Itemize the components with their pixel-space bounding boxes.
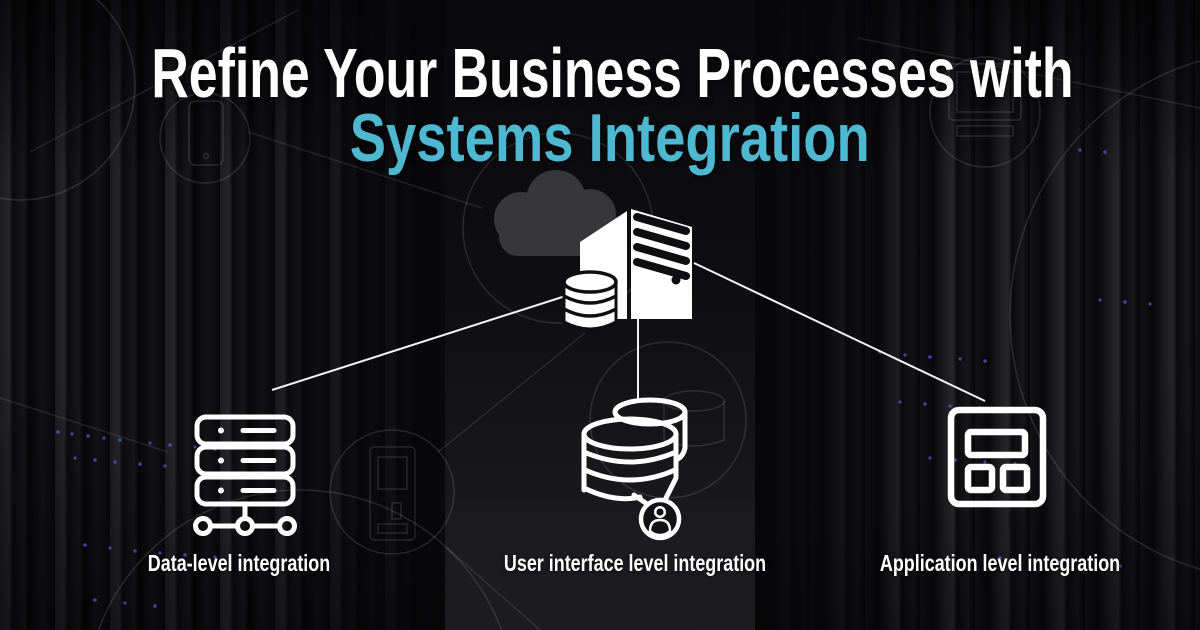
connector-lines <box>271 262 986 402</box>
node-label-user-interface-level: User interface level integration <box>503 550 767 576</box>
node-label-application-level: Application level integration <box>879 550 1121 576</box>
ui-node-icon <box>581 397 688 541</box>
title-line1: Refine Your Business Processes with <box>151 34 1074 112</box>
desktop-computer-icon <box>948 63 1022 137</box>
connector-data-node <box>271 291 579 391</box>
server-tower-ghost-icon <box>369 446 416 541</box>
hub-database-icon <box>562 270 618 331</box>
background-network-lines <box>0 9 1200 630</box>
node-label-data-level: Data-level integration <box>147 550 331 576</box>
phone-icon <box>188 100 224 166</box>
app-node-icon <box>947 406 1047 508</box>
user-icon <box>638 497 682 541</box>
title-line2: Systems Integration <box>349 100 870 176</box>
connector-app-node <box>693 262 986 402</box>
data-node-icon <box>193 414 297 536</box>
